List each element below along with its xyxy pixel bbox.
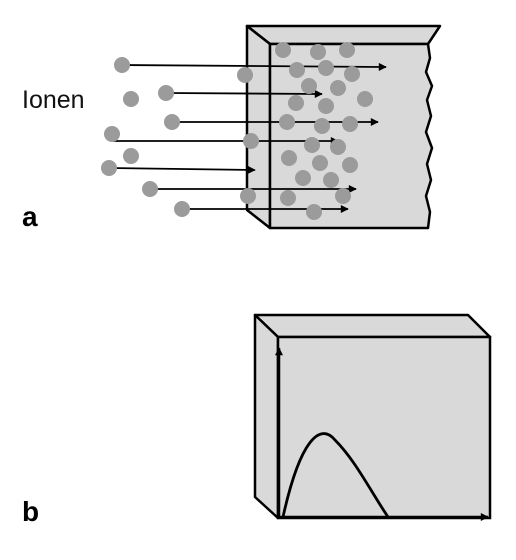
ion-dot xyxy=(104,126,120,142)
ion-dot xyxy=(342,116,358,132)
ion-dot xyxy=(275,42,291,58)
ion-dot xyxy=(174,201,190,217)
panel-b: b xyxy=(22,313,492,527)
ion-dot xyxy=(237,67,253,83)
ion-dot xyxy=(158,85,174,101)
ion-dot xyxy=(314,118,330,134)
ion-dot xyxy=(243,133,259,149)
ion-dot xyxy=(342,157,358,173)
depth-profile-curve xyxy=(281,432,390,518)
ion-dot xyxy=(101,160,117,176)
ion-arrow xyxy=(108,165,256,174)
panel-a: Ionen a xyxy=(22,24,442,232)
ion-dot xyxy=(289,62,305,78)
block-b-front-face xyxy=(276,335,492,520)
ion-dot xyxy=(295,170,311,186)
panel-a-label: a xyxy=(22,201,38,232)
ion-dot xyxy=(357,91,373,107)
ions-label: Ionen xyxy=(22,86,85,114)
ion-dot xyxy=(323,172,339,188)
ion-dot xyxy=(312,155,328,171)
ion-dot xyxy=(114,57,130,73)
ion-dot xyxy=(306,204,322,220)
ion-dot xyxy=(304,137,320,153)
ion-arrow xyxy=(165,89,323,98)
ion-dot xyxy=(123,148,139,164)
ion-dot xyxy=(142,181,158,197)
ion-dot xyxy=(301,78,317,94)
ion-dot xyxy=(164,114,180,130)
ion-dot xyxy=(330,80,346,96)
implanted-ions xyxy=(237,42,373,220)
ion-dot xyxy=(123,91,139,107)
block-b-side-face xyxy=(253,313,280,520)
ion-dot xyxy=(240,188,256,204)
ion-dot xyxy=(310,44,326,60)
ion-dot xyxy=(281,150,297,166)
block-a-top-face xyxy=(245,24,442,46)
ion-dot xyxy=(330,139,346,155)
block-b-top-face xyxy=(253,313,492,339)
incoming-ions xyxy=(101,57,190,217)
ion-dot xyxy=(344,66,360,82)
ion-dot xyxy=(280,190,296,206)
ion-dot xyxy=(339,42,355,58)
ion-trajectories xyxy=(108,62,387,213)
target-block-b xyxy=(253,313,492,520)
ion-dot xyxy=(288,95,304,111)
ion-dot xyxy=(335,188,351,204)
ion-dot xyxy=(318,98,334,114)
ion-dot xyxy=(318,60,334,76)
ion-arrow xyxy=(121,62,387,71)
ion-dot xyxy=(279,114,295,130)
panel-b-label: b xyxy=(22,496,39,527)
